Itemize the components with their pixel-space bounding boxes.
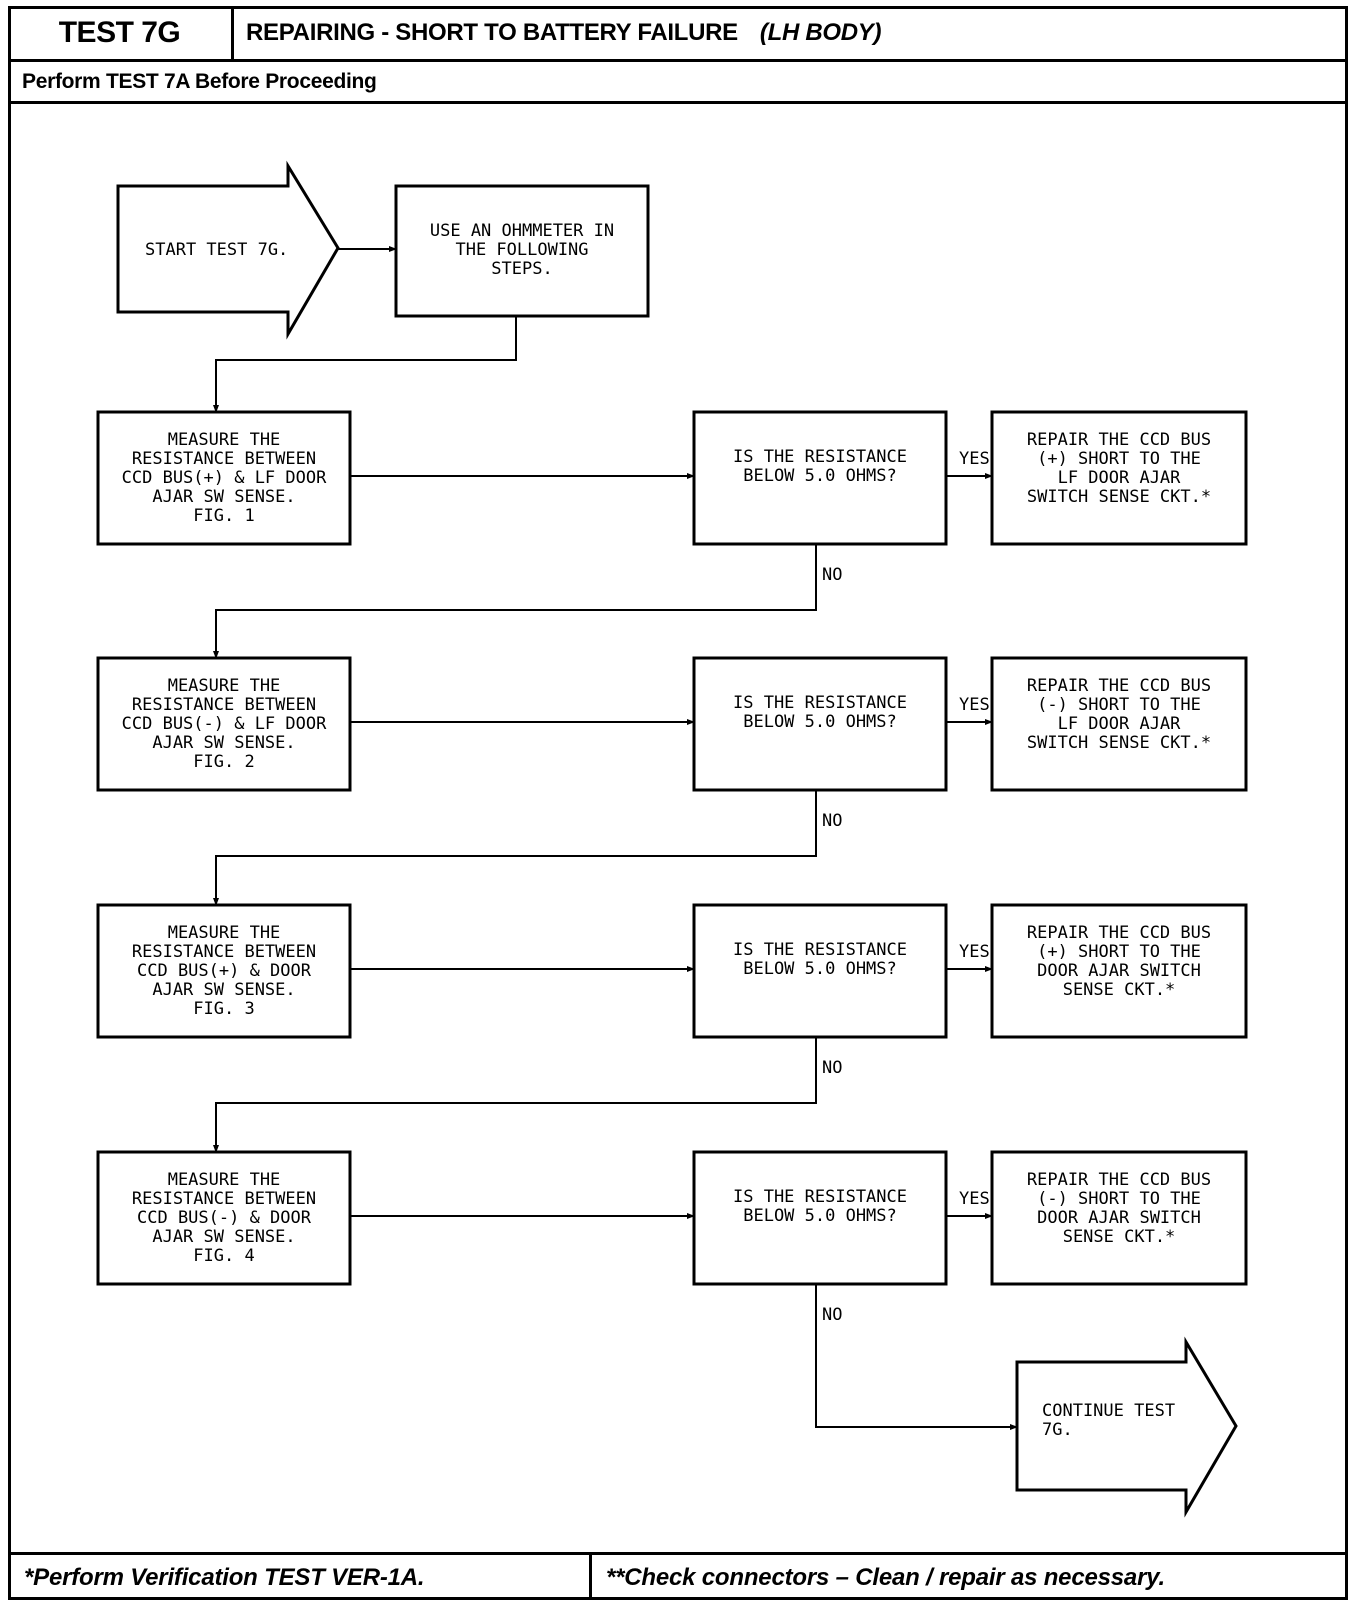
repair-text-3-line: (+) SHORT TO THE: [1037, 942, 1201, 962]
page-title: REPAIRING - SHORT TO BATTERY FAILURE (LH…: [234, 6, 1348, 62]
repair-text-4-line: SENSE CKT.*: [1063, 1227, 1176, 1247]
footer-connector-note: **Check connectors – Clean / repair as n…: [592, 1552, 1348, 1600]
setup-box: [394, 184, 650, 318]
measure-text-2-line: AJAR SW SENSE.: [152, 733, 295, 753]
measure-text-1-line: FIG. 1: [193, 506, 254, 526]
title-text: REPAIRING - SHORT TO BATTERY FAILURE: [246, 18, 738, 46]
repair-text-4-line: DOOR AJAR SWITCH: [1037, 1208, 1201, 1228]
test-id: TEST 7G: [8, 6, 234, 62]
measure-box-2: [96, 656, 352, 792]
connector-no-1: [213, 544, 817, 659]
decision-text-2-line: BELOW 5.0 OHMS?: [743, 712, 897, 732]
connector-no-4: [815, 1284, 1018, 1430]
measure-text-1-line: MEASURE THE: [168, 430, 281, 450]
repair-text-2-line: LF DOOR AJAR: [1058, 714, 1182, 734]
title-subtitle: (LH BODY): [759, 18, 882, 46]
yes-label-1: YES: [959, 449, 990, 469]
measure-text-1-line: RESISTANCE BETWEEN: [132, 449, 316, 469]
measure-text-2-line: RESISTANCE BETWEEN: [132, 695, 316, 715]
repair-text-1-line: REPAIR THE CCD BUS: [1027, 430, 1211, 450]
connector-no-3: [213, 1037, 817, 1153]
measure-text-4-line: MEASURE THE: [168, 1170, 281, 1190]
repair-box-4: [990, 1150, 1248, 1286]
no-label-3: NO: [822, 1058, 842, 1078]
measure-text-4-line: RESISTANCE BETWEEN: [132, 1189, 316, 1209]
measure-text-1-line: CCD BUS(+) & LF DOOR: [122, 468, 327, 488]
setup-text-line: THE FOLLOWING: [455, 240, 588, 260]
decision-text-1-line: BELOW 5.0 OHMS?: [743, 466, 897, 486]
setup-text-line: USE AN OHMMETER IN: [430, 221, 614, 241]
no-label-2: NO: [822, 811, 842, 831]
repair-text-2-line: REPAIR THE CCD BUS: [1027, 676, 1211, 696]
setup-text-line: STEPS.: [491, 259, 552, 279]
repair-text-2-line: (-) SHORT TO THE: [1037, 695, 1201, 715]
prerequisite-note: Perform TEST 7A Before Proceeding: [8, 62, 1348, 104]
measure-text-2-line: MEASURE THE: [168, 676, 281, 696]
decision-text-3-line: BELOW 5.0 OHMS?: [743, 959, 897, 979]
measure-box-3: [96, 903, 352, 1039]
decision-text-1-line: IS THE RESISTANCE: [733, 447, 907, 467]
yes-label-3: YES: [959, 942, 990, 962]
decision-text-3-line: IS THE RESISTANCE: [733, 940, 907, 960]
measure-text-2-line: FIG. 2: [193, 752, 254, 772]
yes-label-2: YES: [959, 695, 990, 715]
decision-box-2: [692, 656, 948, 792]
no-label-4: NO: [822, 1305, 842, 1325]
page-frame: [8, 6, 1348, 1600]
measure-text-4-line: FIG. 4: [193, 1246, 254, 1266]
repair-text-3-line: REPAIR THE CCD BUS: [1027, 923, 1211, 943]
decision-text-2-line: IS THE RESISTANCE: [733, 693, 907, 713]
repair-text-4-line: (-) SHORT TO THE: [1037, 1189, 1201, 1209]
measure-text-4-line: CCD BUS(-) & DOOR: [137, 1208, 312, 1228]
connector-no-2: [213, 790, 817, 906]
repair-text-4-line: REPAIR THE CCD BUS: [1027, 1170, 1211, 1190]
continue-terminal: [1015, 1336, 1238, 1518]
footer-verification-note: *Perform Verification TEST VER-1A.: [8, 1552, 592, 1600]
measure-text-3-line: CCD BUS(+) & DOOR: [137, 961, 312, 981]
yes-label-4: YES: [959, 1189, 990, 1209]
repair-text-3-line: SENSE CKT.*: [1063, 980, 1176, 1000]
measure-text-3-line: AJAR SW SENSE.: [152, 980, 295, 1000]
repair-text-3-line: DOOR AJAR SWITCH: [1037, 961, 1201, 981]
decision-box-4: [692, 1150, 948, 1286]
decision-text-4-line: BELOW 5.0 OHMS?: [743, 1206, 897, 1226]
continue-text-line: 7G.: [1042, 1420, 1073, 1440]
no-label-1: NO: [822, 565, 842, 585]
measure-text-3-line: FIG. 3: [193, 999, 254, 1019]
decision-box-3: [692, 903, 948, 1039]
measure-text-1-line: AJAR SW SENSE.: [152, 487, 295, 507]
decision-text-4-line: IS THE RESISTANCE: [733, 1187, 907, 1207]
repair-text-2-line: SWITCH SENSE CKT.*: [1027, 733, 1211, 753]
repair-text-1-line: LF DOOR AJAR: [1058, 468, 1182, 488]
measure-text-4-line: AJAR SW SENSE.: [152, 1227, 295, 1247]
repair-text-1-line: SWITCH SENSE CKT.*: [1027, 487, 1211, 507]
start-text-line: START TEST 7G.: [145, 240, 288, 260]
repair-box-3: [990, 903, 1248, 1039]
measure-text-2-line: CCD BUS(-) & LF DOOR: [122, 714, 327, 734]
repair-box-1: [990, 410, 1248, 546]
measure-box-1: [96, 410, 352, 546]
continue-text-line: CONTINUE TEST: [1042, 1401, 1175, 1421]
repair-text-1-line: (+) SHORT TO THE: [1037, 449, 1201, 469]
connector-setup-step1: [213, 316, 517, 413]
measure-text-3-line: MEASURE THE: [168, 923, 281, 943]
measure-text-3-line: RESISTANCE BETWEEN: [132, 942, 316, 962]
start-terminal: [116, 160, 340, 340]
repair-box-2: [990, 656, 1248, 792]
measure-box-4: [96, 1150, 352, 1286]
